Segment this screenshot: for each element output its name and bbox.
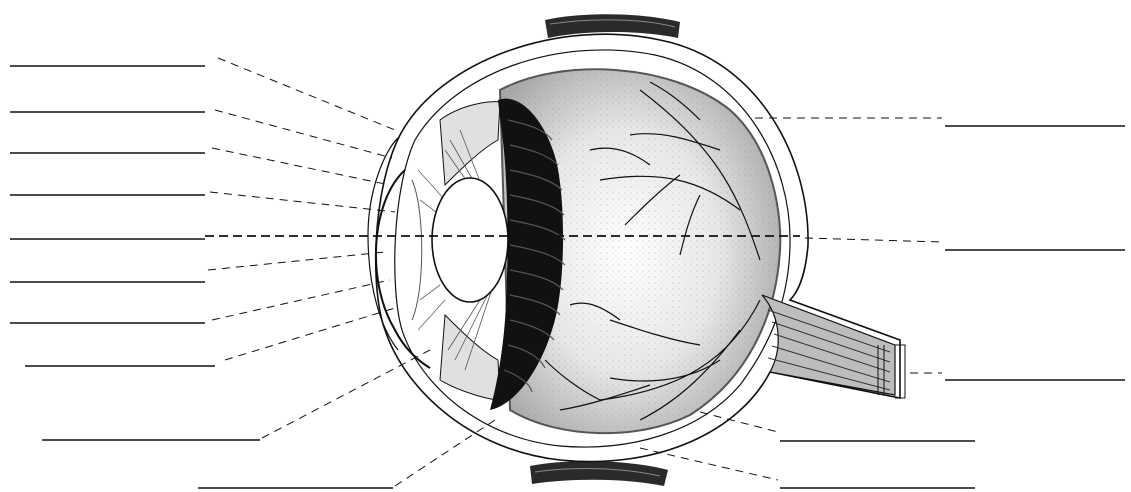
label-blanks-right <box>780 126 1125 488</box>
label-blanks-left <box>10 66 393 488</box>
lens <box>432 178 508 302</box>
muscle-bottom <box>530 461 668 486</box>
optic-nerve <box>762 295 895 395</box>
